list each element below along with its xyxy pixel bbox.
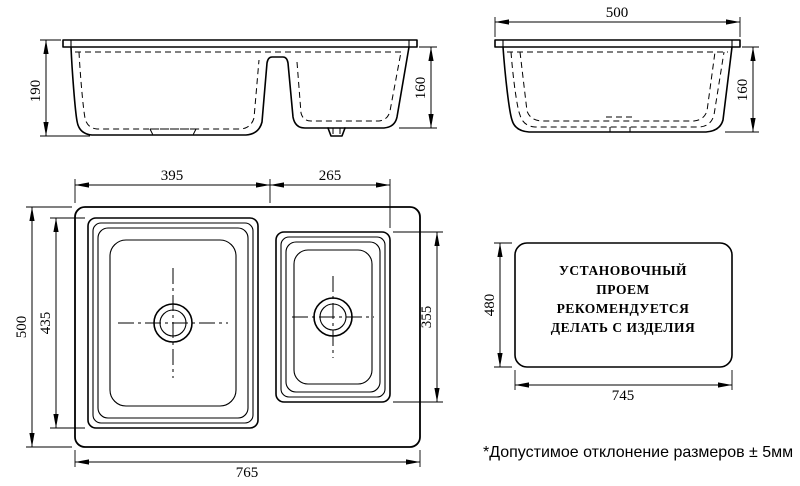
dimension-cutout-745: 745: [514, 370, 733, 404]
plan-view: 395 265 500 435 355 765: [14, 168, 443, 481]
dim-label-745: 745: [612, 388, 635, 404]
dim-label-265: 265: [319, 168, 342, 184]
cutout-text-line3: РЕКОМЕНДУЕТСЯ: [557, 301, 690, 316]
cutout-view: УСТАНОВОЧНЫЙ ПРОЕМ РЕКОМЕНДУЕТСЯ ДЕЛАТЬ …: [482, 242, 733, 404]
plan-outer-edge: [74, 206, 421, 448]
side-rim-outline: [494, 39, 741, 48]
tolerance-footnote: *Допустимое отклонение размеров ± 5мм: [483, 444, 793, 461]
cutout-text-line1: УСТАНОВОЧНЫЙ: [559, 263, 687, 278]
main-bowl-rim-2: [92, 222, 254, 424]
main-bowl-bottom: [109, 239, 237, 407]
front-view: 190 160: [28, 39, 437, 137]
front-drain-hidden: [149, 128, 341, 136]
small-drain-centerlines: [292, 276, 374, 358]
dim-label-160: 160: [413, 77, 429, 100]
side-rim-ticks: [502, 40, 733, 47]
extension-line: [393, 231, 443, 403]
front-drain-bump: [327, 127, 346, 137]
side-bowl-hidden-2: [519, 51, 716, 122]
cutout-text-line2: ПРОЕМ: [596, 282, 649, 297]
dimension-plan-395: 395: [74, 168, 271, 203]
small-bowl-rim-3: [285, 241, 381, 393]
dimension-plan-500: 500: [14, 206, 72, 448]
dim-label-355: 355: [419, 306, 435, 329]
side-bowl-outline: [502, 46, 733, 133]
small-bowl-rim-2: [280, 236, 386, 398]
side-view: 500 160: [494, 5, 759, 133]
front-bowl-main-hidden: [78, 51, 260, 130]
main-bowl-rim-1: [87, 217, 259, 429]
dimension-plan-435: 435: [38, 217, 85, 429]
dim-label-435: 435: [38, 312, 54, 335]
small-bowl-rim-1: [275, 231, 391, 403]
extension-line: [40, 39, 90, 137]
main-drain-centerlines: [118, 268, 228, 378]
front-rim-outline: [62, 39, 418, 48]
main-bowl-rim-3: [97, 227, 249, 419]
cutout-rect: [514, 242, 733, 368]
dimension-cutout-480: 480: [482, 242, 512, 368]
dim-label-500: 500: [14, 316, 30, 339]
dim-label-765: 765: [236, 465, 259, 481]
dim-label-160: 160: [735, 79, 751, 102]
extension-line: [514, 370, 733, 390]
dim-label-480: 480: [482, 294, 498, 317]
dimension-front-190: 190: [28, 39, 90, 137]
dimension-plan-765: 765: [74, 450, 421, 481]
dimension-side-500: 500: [494, 5, 741, 37]
dimension-side-160: 160: [725, 46, 759, 133]
dim-label-500: 500: [606, 5, 629, 21]
extension-line: [494, 242, 512, 368]
dimension-front-160: 160: [399, 46, 437, 129]
side-drain-hidden: [606, 116, 634, 132]
extension-line: [50, 217, 85, 429]
dimension-plan-355: 355: [393, 231, 443, 403]
front-bowl-small-hidden: [296, 51, 402, 122]
cutout-text-line4: ДЕЛАТЬ С ИЗДЕЛИЯ: [551, 320, 695, 335]
dim-label-395: 395: [161, 168, 184, 184]
side-bowl-hidden-1: [510, 51, 725, 128]
front-rim-ticks: [70, 40, 410, 47]
dimension-plan-265: 265: [270, 168, 391, 228]
front-bowl-outline: [70, 46, 410, 136]
dim-label-190: 190: [28, 80, 44, 103]
